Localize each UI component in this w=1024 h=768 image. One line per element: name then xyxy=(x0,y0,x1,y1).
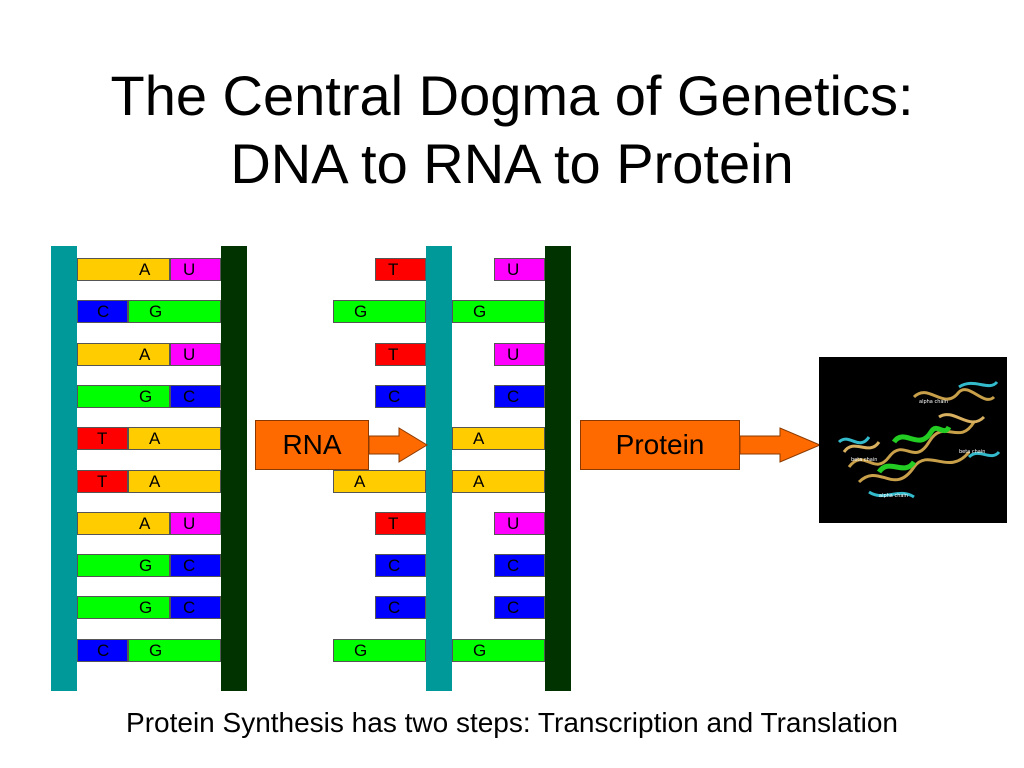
rna-base-right-label: C xyxy=(507,598,520,617)
dna-backbone-left xyxy=(51,246,77,691)
dna-base-right: C xyxy=(170,554,221,577)
dna-base-left-label: T xyxy=(97,429,108,448)
title-line-2: DNA to RNA to Protein xyxy=(230,132,794,195)
rna-base-right: A xyxy=(452,427,545,450)
dna-base-left-label: A xyxy=(139,260,151,279)
rna-base-left: G xyxy=(333,300,426,323)
rna-base-left-label: G xyxy=(354,302,368,321)
dna-base-left: G xyxy=(77,596,170,619)
dna-base-left: A xyxy=(77,258,170,281)
rna-base-left: C xyxy=(375,385,426,408)
rna-base-left-label: A xyxy=(354,472,366,491)
dna-base-left: G xyxy=(77,554,170,577)
dna-base-right: A xyxy=(128,470,221,493)
dna-base-left: C xyxy=(77,300,128,323)
slide-title: The Central Dogma of Genetics: DNA to RN… xyxy=(0,62,1024,198)
dna-backbone-right xyxy=(221,246,247,691)
rna-base-right-label: U xyxy=(507,514,520,533)
dna-base-right-label: G xyxy=(149,641,163,660)
dna-base-left: T xyxy=(77,427,128,450)
rna-arrow-label: RNA xyxy=(282,429,342,460)
protein-arrow-box: Protein xyxy=(580,420,740,470)
rna-base-left: T xyxy=(375,343,426,366)
rna-base-right: C xyxy=(494,596,545,619)
rna-base-left: T xyxy=(375,512,426,535)
dna-base-right-label: U xyxy=(183,345,196,364)
rna-base-right: G xyxy=(452,639,545,662)
dna-base-right-label: C xyxy=(183,556,196,575)
rna-base-right-label: G xyxy=(473,641,487,660)
rna-base-left: A xyxy=(333,470,426,493)
rna-base-left-label: T xyxy=(388,514,399,533)
rna-base-right: U xyxy=(494,343,545,366)
dna-base-left: A xyxy=(77,343,170,366)
protein-arrow-icon xyxy=(739,427,822,463)
dna-base-left-label: T xyxy=(97,472,108,491)
rna-base-left: G xyxy=(333,639,426,662)
dna-base-right-label: C xyxy=(183,598,196,617)
protein-ribbon-icon: alpha chain beta chain beta chain alpha … xyxy=(837,380,1001,499)
dna-base-right: C xyxy=(170,385,221,408)
dna-base-left-label: A xyxy=(139,345,151,364)
rna-arrow-icon xyxy=(368,427,428,463)
dna-base-right-label: G xyxy=(149,302,163,321)
dna-base-right-label: A xyxy=(149,429,161,448)
rna-base-right: U xyxy=(494,512,545,535)
protein-label-2: beta chain xyxy=(851,457,877,463)
protein-arrow-label: Protein xyxy=(615,429,705,460)
rna-base-right-label: C xyxy=(507,556,520,575)
dna-base-right-label: C xyxy=(183,387,196,406)
rna-base-left-label: T xyxy=(388,345,399,364)
dna-base-right-label: A xyxy=(149,472,161,491)
rna-base-left: T xyxy=(375,258,426,281)
dna-base-right: U xyxy=(170,512,221,535)
dna-base-right-label: U xyxy=(183,260,196,279)
rna-backbone-left xyxy=(426,246,452,691)
rna-base-left-label: C xyxy=(388,598,401,617)
dna-base-left-label: A xyxy=(139,514,151,533)
dna-base-left: C xyxy=(77,639,128,662)
rna-base-right: C xyxy=(494,385,545,408)
dna-base-left: A xyxy=(77,512,170,535)
rna-base-right: G xyxy=(452,300,545,323)
dna-base-left-label: G xyxy=(139,556,153,575)
rna-base-right-label: U xyxy=(507,345,520,364)
rna-base-right-label: C xyxy=(507,387,520,406)
slide-caption: Protein Synthesis has two steps: Transcr… xyxy=(126,707,898,738)
dna-base-left-label: G xyxy=(139,598,153,617)
protein-label-1: alpha chain xyxy=(919,399,948,405)
protein-label-3: beta chain xyxy=(959,449,985,455)
dna-base-left: T xyxy=(77,470,128,493)
dna-base-right: C xyxy=(170,596,221,619)
dna-base-right: U xyxy=(170,258,221,281)
rna-base-left-label: C xyxy=(388,556,401,575)
rna-base-right-label: A xyxy=(473,429,485,448)
dna-base-right: U xyxy=(170,343,221,366)
rna-base-left: C xyxy=(375,596,426,619)
rna-arrow-box: RNA xyxy=(255,420,369,470)
dna-base-left: G xyxy=(77,385,170,408)
dna-base-left-label: C xyxy=(97,302,110,321)
rna-base-left-label: G xyxy=(354,641,368,660)
protein-label-4: alpha chain xyxy=(879,493,908,499)
rna-base-right: C xyxy=(494,554,545,577)
rna-base-right-label: G xyxy=(473,302,487,321)
dna-base-left-label: G xyxy=(139,387,153,406)
dna-base-right: G xyxy=(128,300,221,323)
rna-base-right-label: U xyxy=(507,260,520,279)
dna-base-right: A xyxy=(128,427,221,450)
rna-base-left-label: C xyxy=(388,387,401,406)
rna-base-left-label: T xyxy=(388,260,399,279)
dna-base-right-label: U xyxy=(183,514,196,533)
rna-base-right: U xyxy=(494,258,545,281)
rna-base-right: A xyxy=(452,470,545,493)
dna-base-right: G xyxy=(128,639,221,662)
title-line-1: The Central Dogma of Genetics: xyxy=(110,64,914,127)
rna-base-left: C xyxy=(375,554,426,577)
dna-base-left-label: C xyxy=(97,641,110,660)
rna-base-right-label: A xyxy=(473,472,485,491)
rna-backbone-right xyxy=(545,246,571,691)
protein-structure-image: alpha chain beta chain beta chain alpha … xyxy=(819,357,1007,523)
